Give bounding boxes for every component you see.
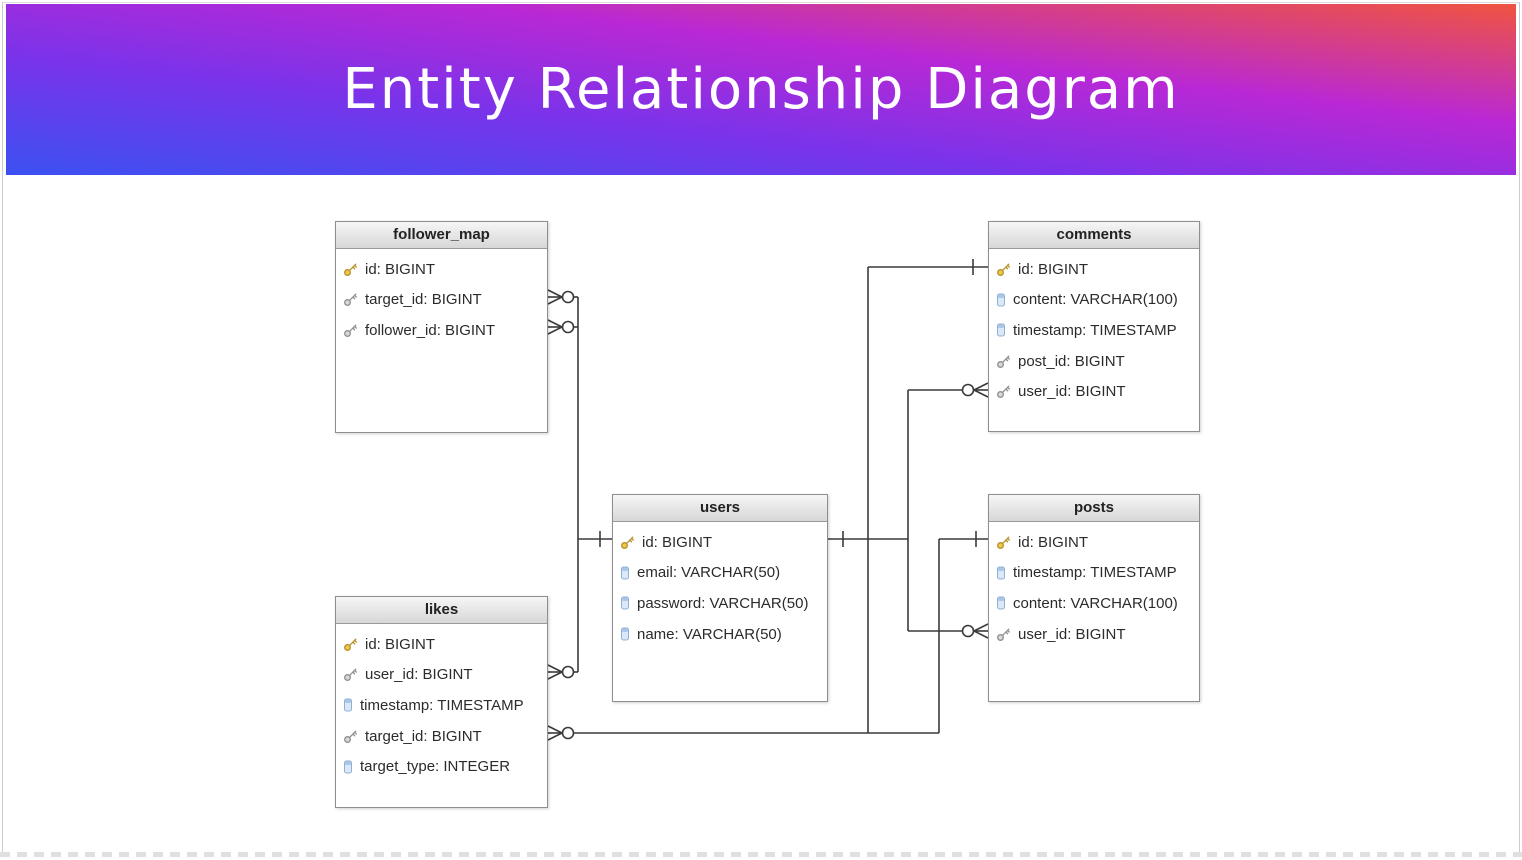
field-row-id: id: BIGINT: [336, 254, 547, 285]
table-posts: posts id: BIGINT timestamp: TIMESTAMP conte…: [988, 494, 1200, 702]
field-row-id: id: BIGINT: [989, 254, 1199, 285]
column-icon: [996, 293, 1006, 307]
primary-key-icon: [343, 637, 358, 652]
field-row-user_id: user_id: BIGINT: [989, 376, 1199, 407]
field-row-name: name: VARCHAR(50): [613, 619, 827, 650]
field-row-email: email: VARCHAR(50): [613, 558, 827, 589]
field-row-content: content: VARCHAR(100): [989, 588, 1199, 619]
foreign-key-icon: [343, 667, 358, 682]
table-likes: likes id: BIGINT user_id: BIGINT timestamp:…: [335, 596, 548, 808]
field-row-id: id: BIGINT: [613, 527, 827, 558]
table-name: comments: [989, 222, 1199, 249]
column-icon: [620, 566, 630, 580]
field-row-id: id: BIGINT: [336, 629, 547, 660]
field-row-id: id: BIGINT: [989, 527, 1199, 558]
field-label: timestamp: TIMESTAMP: [360, 696, 524, 714]
field-row-follower_id: follower_id: BIGINT: [336, 315, 547, 346]
column-icon: [996, 596, 1006, 610]
primary-key-icon: [343, 262, 358, 277]
column-icon: [620, 596, 630, 610]
field-label: email: VARCHAR(50): [637, 564, 781, 582]
table-follower_map: follower_map id: BIGINT target_id: BIGINT f…: [335, 221, 548, 433]
field-row-timestamp: timestamp: TIMESTAMP: [336, 690, 547, 721]
field-label: target_id: BIGINT: [365, 291, 482, 309]
table-comments: comments id: BIGINT content: VARCHAR(100) t…: [988, 221, 1200, 432]
table-users: users id: BIGINT email: VARCHAR(50) passwor…: [612, 494, 828, 702]
field-label: follower_id: BIGINT: [365, 321, 496, 339]
table-name: follower_map: [336, 222, 547, 249]
primary-key-icon: [620, 535, 635, 550]
field-label: password: VARCHAR(50): [637, 594, 809, 612]
field-row-timestamp: timestamp: TIMESTAMP: [989, 558, 1199, 589]
field-label: target_id: BIGINT: [365, 727, 482, 745]
field-label: post_id: BIGINT: [1018, 352, 1125, 370]
field-row-content: content: VARCHAR(100): [989, 285, 1199, 316]
field-label: user_id: BIGINT: [1018, 625, 1126, 643]
page-border-bottom-dashed: [0, 852, 1522, 857]
field-row-post_id: post_id: BIGINT: [989, 346, 1199, 377]
title-banner: Entity Relationship Diagram: [6, 4, 1516, 175]
table-name: posts: [989, 495, 1199, 522]
foreign-key-icon: [996, 384, 1011, 399]
field-label: id: BIGINT: [365, 260, 436, 278]
table-name: users: [613, 495, 827, 522]
column-icon: [996, 566, 1006, 580]
primary-key-icon: [996, 535, 1011, 550]
field-row-target_type: target_type: INTEGER: [336, 751, 547, 782]
field-label: target_type: INTEGER: [360, 758, 511, 776]
column-icon: [343, 698, 353, 712]
field-row-user_id: user_id: BIGINT: [336, 660, 547, 691]
field-row-target_id: target_id: BIGINT: [336, 721, 547, 752]
field-label: content: VARCHAR(100): [1013, 594, 1178, 612]
page-border-right: [1519, 2, 1520, 852]
page-border-left: [2, 2, 3, 852]
field-row-target_id: target_id: BIGINT: [336, 285, 547, 316]
field-label: timestamp: TIMESTAMP: [1013, 564, 1177, 582]
field-label: id: BIGINT: [365, 635, 436, 653]
field-label: user_id: BIGINT: [1018, 383, 1126, 401]
page-border-top: [2, 2, 1520, 3]
table-name: likes: [336, 597, 547, 624]
column-icon: [620, 627, 630, 641]
field-label: timestamp: TIMESTAMP: [1013, 321, 1177, 339]
foreign-key-icon: [343, 323, 358, 338]
page-title: Entity Relationship Diagram: [342, 57, 1180, 122]
field-row-password: password: VARCHAR(50): [613, 588, 827, 619]
field-label: id: BIGINT: [1018, 260, 1089, 278]
foreign-key-icon: [343, 729, 358, 744]
field-label: user_id: BIGINT: [365, 666, 473, 684]
field-row-user_id: user_id: BIGINT: [989, 619, 1199, 650]
column-icon: [343, 760, 353, 774]
foreign-key-icon: [996, 627, 1011, 642]
foreign-key-icon: [343, 292, 358, 307]
field-row-timestamp: timestamp: TIMESTAMP: [989, 315, 1199, 346]
primary-key-icon: [996, 262, 1011, 277]
field-label: id: BIGINT: [1018, 533, 1089, 551]
foreign-key-icon: [996, 354, 1011, 369]
column-icon: [996, 323, 1006, 337]
field-label: name: VARCHAR(50): [637, 625, 782, 643]
field-label: id: BIGINT: [642, 533, 713, 551]
field-label: content: VARCHAR(100): [1013, 291, 1178, 309]
